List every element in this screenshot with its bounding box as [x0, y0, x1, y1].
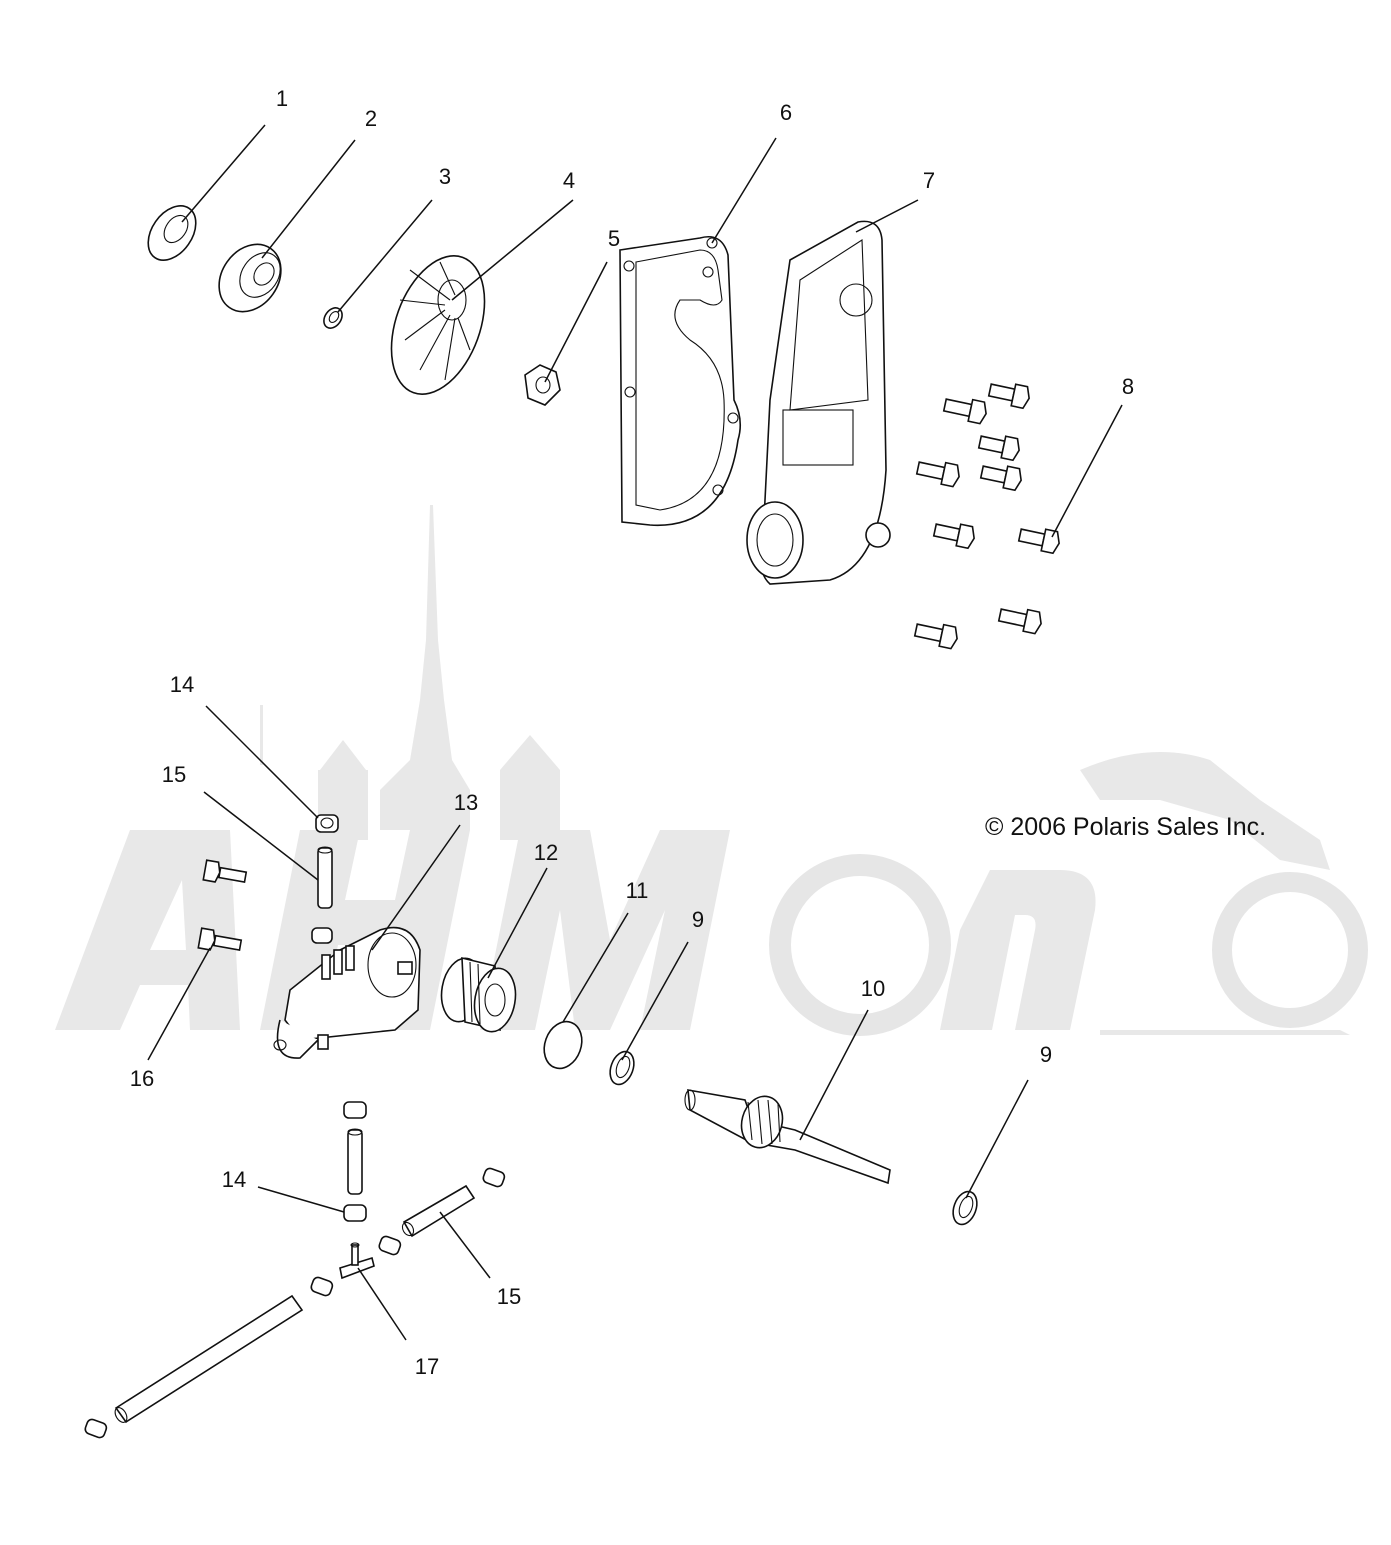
part-11-o-ring — [543, 1020, 583, 1070]
callout-4: 4 — [563, 168, 575, 193]
callout-9b: 9 — [1040, 1042, 1052, 1067]
part-15-hose-b — [347, 1128, 363, 1195]
callout-8: 8 — [1122, 374, 1134, 399]
callout-14a: 14 — [170, 672, 194, 697]
part-16-bolts — [197, 859, 248, 951]
part-8-bolts — [913, 383, 1060, 650]
copyright-notice: © 2006 Polaris Sales Inc. — [985, 813, 1266, 841]
callout-16: 16 — [130, 1066, 154, 1091]
callout-15a: 15 — [162, 762, 186, 787]
part-6-gasket — [619, 236, 742, 527]
part-5-nut — [524, 364, 561, 406]
part-17-tee-fitting — [339, 1242, 375, 1280]
part-10-shaft — [684, 1089, 891, 1185]
callout-1: 1 — [276, 86, 288, 111]
part-9-washer-b — [952, 1190, 978, 1226]
callout-9a: 9 — [692, 907, 704, 932]
part-14-clamp-b — [311, 927, 333, 944]
callout-12: 12 — [534, 840, 558, 865]
watermark-lettering — [55, 830, 1350, 1035]
part-12-rotor — [440, 956, 517, 1033]
callout-15b: 15 — [497, 1284, 521, 1309]
part-15-hose-c — [401, 1184, 476, 1238]
callout-7: 7 — [923, 168, 935, 193]
watermark — [55, 505, 1368, 1036]
part-1-seal — [147, 205, 197, 261]
part-14-clamps-lower — [84, 1167, 506, 1439]
callout-labels: 1 2 3 4 5 6 7 8 9 9 10 11 12 13 14 14 15… — [130, 86, 1134, 1379]
callout-3: 3 — [439, 164, 451, 189]
part-15-hose-long — [114, 1294, 304, 1424]
part-3-washer — [323, 307, 343, 329]
callout-5: 5 — [608, 226, 620, 251]
callout-17: 17 — [415, 1354, 439, 1379]
callout-10: 10 — [861, 976, 885, 1001]
callout-14b: 14 — [222, 1167, 246, 1192]
part-13-oil-pump — [273, 926, 421, 1059]
part-14-clamp-c — [343, 1101, 367, 1222]
callout-13: 13 — [454, 790, 478, 815]
part-14-clamp-a — [315, 814, 339, 833]
part-4-impeller — [390, 255, 486, 395]
callout-2: 2 — [365, 106, 377, 131]
part-15-hose-a — [317, 846, 333, 909]
part-9-washer-a — [609, 1050, 635, 1086]
part-7-pump-cover — [746, 220, 891, 585]
part-2-bearing — [218, 243, 282, 313]
callout-6: 6 — [780, 100, 792, 125]
leader-lines — [147, 124, 1123, 1341]
callout-11: 11 — [626, 878, 649, 903]
